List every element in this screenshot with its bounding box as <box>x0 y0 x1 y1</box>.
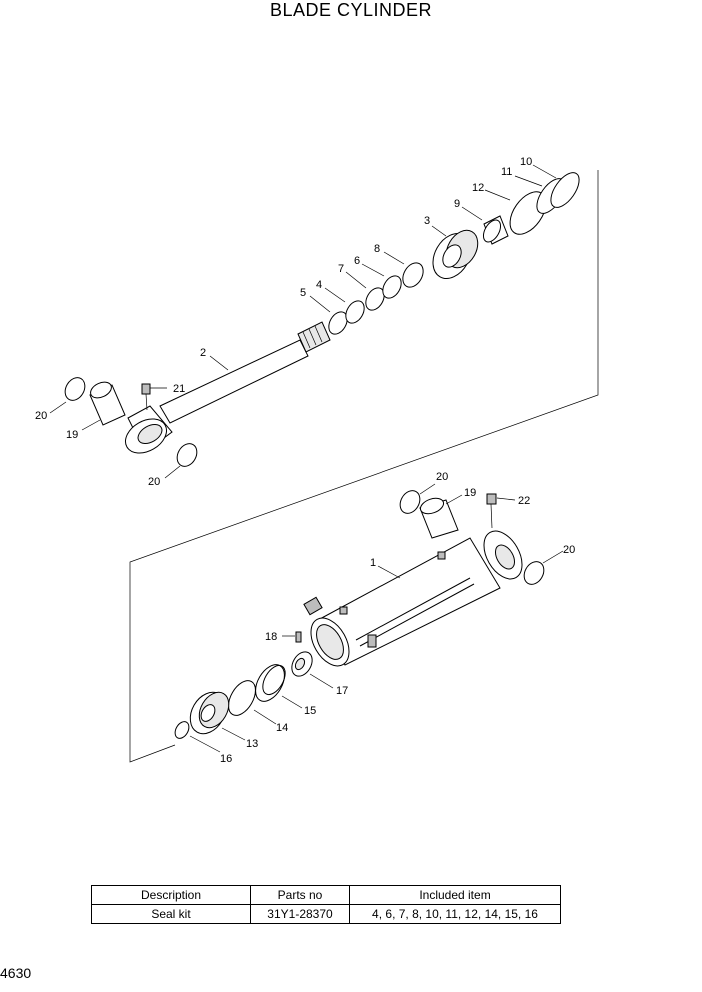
callout-20-c: 20 <box>436 471 448 483</box>
part-o-ring-16 <box>174 721 190 739</box>
page-number: 4630 <box>0 965 32 981</box>
callout-3: 3 <box>424 215 430 227</box>
part-lock-nut-17 <box>291 651 313 677</box>
seal-kit-table: Description Parts no Included item Seal … <box>91 885 561 924</box>
header-description: Description <box>91 885 251 905</box>
callout-22: 22 <box>518 495 530 507</box>
callout-11: 11 <box>501 166 512 178</box>
part-bushing-19-upper <box>89 381 126 426</box>
callout-20-a: 20 <box>35 410 47 422</box>
cell-included-item: 4, 6, 7, 8, 10, 11, 12, 14, 15, 16 <box>349 904 561 924</box>
part-bushing-19-lower <box>419 497 459 539</box>
part-rod-cover-3 <box>432 229 479 279</box>
assembly-frame-line <box>129 170 599 763</box>
callout-19-lower: 19 <box>464 487 476 499</box>
part-ring-7 <box>365 287 385 311</box>
callout-15: 15 <box>304 705 316 717</box>
part-piston-13 <box>189 691 230 735</box>
callout-10: 10 <box>520 156 532 168</box>
header-parts-no: Parts no <box>250 885 350 905</box>
part-dust-seal-20-c <box>399 490 421 514</box>
part-dust-seal-20-d <box>523 561 545 585</box>
page-title: BLADE CYLINDER <box>269 0 433 20</box>
callout-16: 16 <box>220 753 232 765</box>
callout-14: 14 <box>276 722 288 734</box>
callout-1: 1 <box>370 557 376 569</box>
callout-7: 7 <box>338 263 344 275</box>
callout-17: 17 <box>336 685 348 697</box>
cell-description: Seal kit <box>91 904 251 924</box>
callout-13: 13 <box>246 738 258 750</box>
part-dust-seal-20-a <box>64 377 86 401</box>
part-ring-8 <box>402 262 424 288</box>
table-row: Seal kit 31Y1-28370 4, 6, 7, 8, 10, 11, … <box>91 904 561 924</box>
callout-9: 9 <box>454 198 460 210</box>
part-bushing-9 <box>482 215 509 245</box>
callout-2: 2 <box>200 347 206 359</box>
part-ring-6 <box>382 275 402 299</box>
part-set-screw-18 <box>295 631 302 643</box>
part-seal-14 <box>228 680 256 716</box>
cell-parts-no: 31Y1-28370 <box>250 904 350 924</box>
part-seal-10 <box>550 172 580 208</box>
callout-5: 5 <box>300 287 306 299</box>
part-grease-nipple-22 <box>486 493 497 529</box>
part-dust-seal-20-b <box>176 443 198 467</box>
callout-21: 21 <box>173 383 185 395</box>
part-grease-nipple-21 <box>141 383 151 411</box>
callout-12: 12 <box>472 182 484 194</box>
callout-18: 18 <box>265 631 277 643</box>
callout-8: 8 <box>374 243 380 255</box>
leader-lines <box>49 164 564 753</box>
header-included-item: Included item <box>349 885 561 905</box>
callout-20-d: 20 <box>563 544 575 556</box>
part-seal-15 <box>255 664 286 702</box>
callout-20-b: 20 <box>148 476 160 488</box>
callout-19-upper: 19 <box>66 429 78 441</box>
part-rod <box>159 321 331 424</box>
part-rod-eye <box>125 405 173 454</box>
part-tube-1 <box>310 530 523 667</box>
callout-6: 6 <box>354 255 360 267</box>
callout-4: 4 <box>316 279 322 291</box>
table-header-row: Description Parts no Included item <box>91 885 561 905</box>
part-port-fitting <box>303 596 323 616</box>
part-ring-5 <box>328 311 348 335</box>
part-ring-4 <box>345 300 365 324</box>
